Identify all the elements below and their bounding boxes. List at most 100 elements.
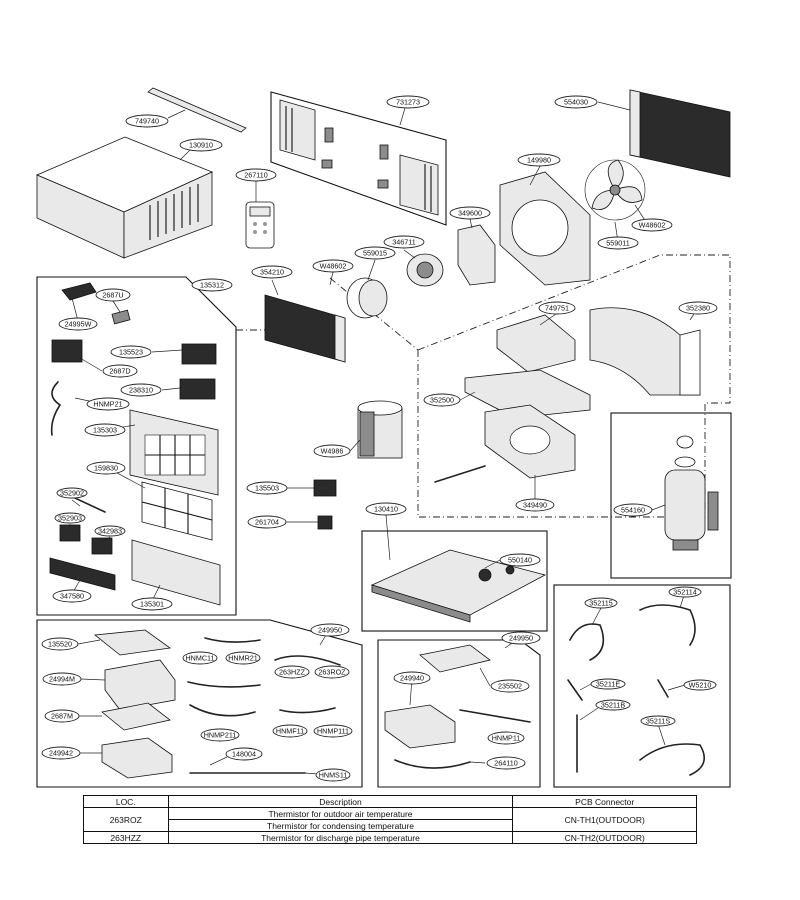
harness-wire-part bbox=[50, 381, 62, 436]
compressor-group-outline bbox=[610, 412, 732, 579]
callout-346711[interactable]: 346711 bbox=[383, 235, 425, 249]
row1-description-2: Thermistor for condensing temperature bbox=[167, 819, 514, 832]
callout-135303[interactable]: 135303 bbox=[84, 423, 126, 437]
callout-749740[interactable]: 749740 bbox=[125, 114, 169, 128]
svg-text:349490: 349490 bbox=[523, 501, 547, 510]
terminal-cover-part bbox=[419, 644, 491, 673]
callout-349490[interactable]: 349490 bbox=[515, 498, 555, 512]
callout-135503[interactable]: 135503 bbox=[246, 481, 288, 495]
svg-text:354210: 354210 bbox=[260, 268, 284, 277]
callout-35211B[interactable]: 35211B bbox=[595, 699, 631, 711]
front-panel-group-outline bbox=[36, 276, 237, 616]
callout-130410[interactable]: 130410 bbox=[365, 502, 407, 516]
callout-554160[interactable]: 554160 bbox=[613, 503, 653, 517]
callout-347580[interactable]: 347580 bbox=[52, 589, 92, 603]
callout-HNMP11[interactable]: HNMP11 bbox=[487, 731, 525, 745]
callout-W5210[interactable]: W5210 bbox=[683, 679, 717, 691]
callout-264110[interactable]: 264110 bbox=[486, 756, 526, 770]
callout-HNMP111[interactable]: HNMP111 bbox=[313, 724, 353, 738]
callout-135312[interactable]: 135312 bbox=[191, 278, 233, 292]
control-box-group-outline bbox=[36, 619, 363, 788]
callout-HNMP21[interactable]: HNMP21 bbox=[86, 397, 130, 411]
callout-24995W[interactable]: 24995W bbox=[58, 317, 98, 331]
svg-text:559011: 559011 bbox=[606, 239, 629, 248]
callout-149980[interactable]: 149980 bbox=[517, 153, 561, 167]
sensor-holder-part bbox=[61, 282, 97, 301]
callout-249950-power[interactable]: 249950 bbox=[501, 631, 541, 645]
callout-W48602-indoor[interactable]: W48602 bbox=[312, 259, 354, 273]
callout-2687U[interactable]: 2687U bbox=[95, 288, 131, 302]
svg-text:2687M: 2687M bbox=[51, 712, 73, 721]
callout-HNMP211[interactable]: HNMP211 bbox=[200, 728, 240, 742]
callout-263HZZ[interactable]: 263HZZ bbox=[274, 665, 310, 679]
callout-342983[interactable]: 342983 bbox=[94, 525, 126, 537]
svg-text:135520: 135520 bbox=[48, 640, 72, 649]
callout-352114[interactable]: 352114 bbox=[668, 586, 702, 598]
drain-pan-part bbox=[464, 369, 591, 419]
callout-148004[interactable]: 148004 bbox=[225, 747, 263, 761]
thermistor-legend-table: LOC. Description PCB Connector 263ROZ Th… bbox=[83, 795, 697, 844]
air-duct-part bbox=[589, 307, 701, 396]
callout-HNMC11[interactable]: HNMC11 bbox=[182, 651, 218, 665]
callout-235502[interactable]: 235502 bbox=[490, 679, 530, 693]
base-pan-part bbox=[370, 549, 547, 623]
callout-349600[interactable]: 349600 bbox=[449, 206, 491, 220]
callout-249950-control[interactable]: 249950 bbox=[310, 623, 350, 637]
rail-part bbox=[147, 87, 247, 133]
callout-135301[interactable]: 135301 bbox=[131, 597, 173, 611]
callout-261704[interactable]: 261704 bbox=[247, 515, 287, 529]
callout-352903[interactable]: 352903 bbox=[54, 512, 86, 524]
svg-text:346711: 346711 bbox=[392, 238, 415, 247]
callout-354210[interactable]: 354210 bbox=[251, 265, 293, 279]
callout-263ROZ[interactable]: 263ROZ bbox=[314, 665, 350, 679]
callout-35211E[interactable]: 35211E bbox=[590, 678, 626, 690]
callout-554030[interactable]: 554030 bbox=[554, 95, 598, 109]
svg-text:342983: 342983 bbox=[98, 527, 122, 536]
pcb-case-part bbox=[101, 737, 173, 779]
callout-24994M[interactable]: 24994M bbox=[42, 672, 82, 686]
blower-wheel-part bbox=[346, 277, 388, 319]
callout-W48602-outdoor[interactable]: W48602 bbox=[631, 218, 673, 232]
callout-130910[interactable]: 130910 bbox=[179, 138, 223, 152]
callout-559011[interactable]: 559011 bbox=[597, 236, 639, 250]
front-cover-part bbox=[131, 539, 221, 606]
svg-text:HNMP111: HNMP111 bbox=[317, 727, 349, 736]
callout-2687M[interactable]: 2687M bbox=[44, 709, 80, 723]
callout-352115[interactable]: 352115 bbox=[584, 597, 618, 609]
svg-text:352115: 352115 bbox=[589, 599, 612, 608]
callout-35211S[interactable]: 35211S bbox=[640, 715, 676, 727]
callout-HNMR21[interactable]: HNMR21 bbox=[225, 651, 261, 665]
callout-159830[interactable]: 159830 bbox=[86, 461, 126, 475]
callout-550140[interactable]: 550140 bbox=[499, 553, 541, 567]
callout-352902[interactable]: 352902 bbox=[56, 487, 88, 499]
callout-2687D[interactable]: 2687D bbox=[102, 364, 138, 378]
svg-text:2687U: 2687U bbox=[102, 291, 123, 300]
callout-731273[interactable]: 731273 bbox=[386, 95, 430, 109]
callout-HNMF11[interactable]: HNMF11 bbox=[272, 724, 308, 738]
callout-352500[interactable]: 352500 bbox=[423, 393, 461, 407]
svg-text:135312: 135312 bbox=[200, 281, 224, 290]
wire-harness-2 bbox=[187, 681, 261, 688]
callout-135520[interactable]: 135520 bbox=[41, 637, 79, 651]
cover-plate-part bbox=[93, 629, 172, 656]
callout-267110[interactable]: 267110 bbox=[235, 168, 277, 182]
propeller-fan-part bbox=[584, 159, 646, 221]
callout-352380[interactable]: 352380 bbox=[678, 301, 718, 315]
callout-135523[interactable]: 135523 bbox=[110, 345, 152, 359]
svg-text:W4986: W4986 bbox=[321, 447, 344, 456]
callout-HNMS11[interactable]: HNMS11 bbox=[315, 768, 351, 782]
svg-text:352380: 352380 bbox=[686, 304, 710, 313]
drain-hose-part bbox=[434, 465, 486, 483]
callout-249940[interactable]: 249940 bbox=[393, 671, 431, 685]
callout-559015[interactable]: 559015 bbox=[354, 246, 396, 260]
svg-text:249942: 249942 bbox=[49, 749, 73, 758]
svg-text:HNMP11: HNMP11 bbox=[492, 734, 521, 743]
callout-238310[interactable]: 238310 bbox=[120, 383, 162, 397]
callout-749751[interactable]: 749751 bbox=[538, 301, 576, 315]
svg-text:HNMP211: HNMP211 bbox=[204, 731, 237, 740]
svg-text:149980: 149980 bbox=[527, 156, 551, 165]
callout-W4986[interactable]: W4986 bbox=[313, 444, 351, 458]
bracket-parts bbox=[279, 99, 439, 216]
callout-249942[interactable]: 249942 bbox=[41, 746, 81, 760]
pipe-part-4 bbox=[657, 679, 669, 698]
